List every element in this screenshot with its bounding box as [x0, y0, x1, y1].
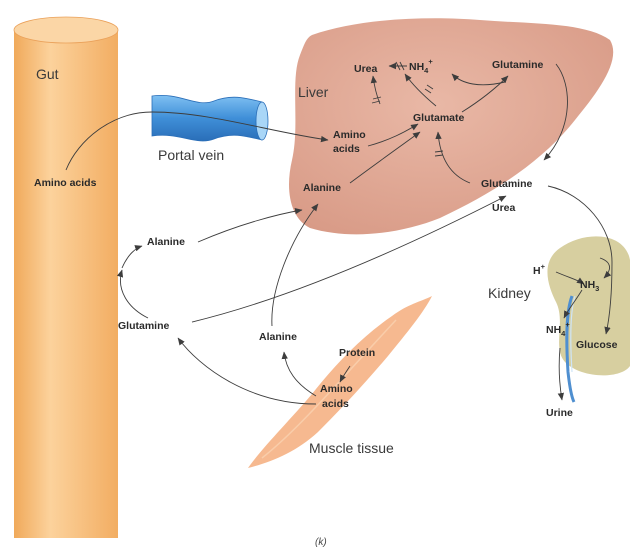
arrow-glutamine-to-gut: [120, 270, 148, 318]
liver-amino-label: Amino: [333, 129, 366, 141]
portal-vein-label: Portal vein: [158, 147, 224, 163]
gut-amino-acids-label: Amino acids: [34, 177, 97, 189]
glucose-label: Glucose: [576, 339, 618, 351]
arrow-gut-to-alanine: [122, 246, 142, 268]
liver-organ: Liver: [289, 18, 613, 234]
portal-vein-end: [256, 102, 268, 140]
kidney-label: Kidney: [488, 285, 531, 301]
gut-organ: Gut: [14, 17, 118, 538]
arrow-alanine-to-liver: [198, 210, 302, 242]
portal-vein: Portal vein: [152, 95, 268, 163]
muscle-label: Muscle tissue: [309, 440, 394, 456]
glutamine-blood-label: Glutamine: [481, 178, 533, 190]
liver-body: [289, 18, 613, 234]
muscle-alanine-label: Alanine: [259, 331, 297, 343]
glutamine-left-label: Glutamine: [118, 320, 170, 332]
gut-body: [14, 28, 118, 538]
liver-acids-label: acids: [333, 143, 360, 155]
muscle-acids-label: acids: [322, 398, 349, 410]
arrow-amino-acids-to-glutamine: [178, 338, 316, 404]
gut-label: Gut: [36, 66, 59, 82]
gut-top: [14, 17, 118, 43]
glutamine-liver-label: Glutamine: [492, 59, 544, 71]
muscle-amino-label: Amino: [320, 383, 353, 395]
liver-label: Liver: [298, 84, 329, 100]
figure-caption: (k): [315, 537, 327, 548]
urea-liver-label: Urea: [354, 63, 378, 75]
portal-vein-body: [152, 95, 262, 141]
protein-label: Protein: [339, 347, 375, 359]
liver-alanine-label: Alanine: [303, 182, 341, 194]
h-plus-label: H+: [533, 262, 546, 277]
glutamate-label: Glutamate: [413, 112, 465, 124]
arrow-amino-acids-to-alanine: [284, 352, 316, 396]
alanine-left-label: Alanine: [147, 236, 185, 248]
urea-blood-label: Urea: [492, 202, 516, 214]
urine-label: Urine: [546, 407, 573, 419]
